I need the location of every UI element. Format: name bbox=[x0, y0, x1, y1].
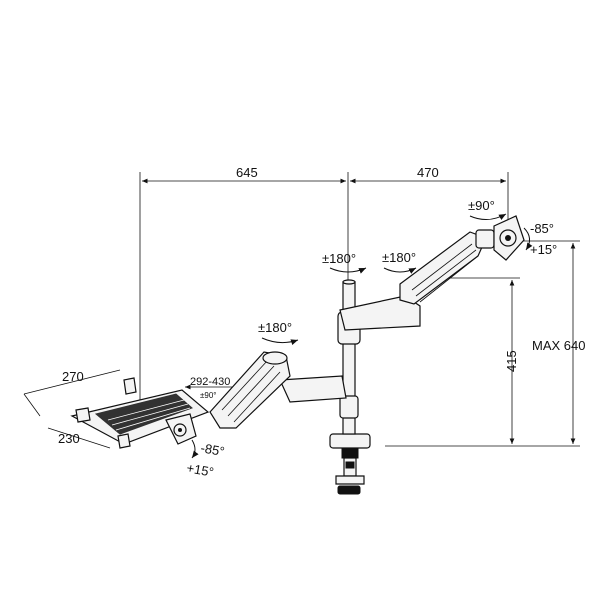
pole-rotate-label: ±180° bbox=[322, 251, 356, 266]
arm-height-label: 415 bbox=[504, 350, 519, 372]
monitor-rotate-arrow bbox=[469, 213, 507, 221]
tray-depth-dimension-line bbox=[47, 427, 111, 449]
monitor-tilt-up-label: +15° bbox=[530, 242, 557, 257]
right-arm bbox=[339, 215, 525, 331]
reach-left-label: 645 bbox=[236, 165, 258, 180]
left-joint-rotate-arrow bbox=[261, 337, 299, 346]
monitor-rotate-label: ±90° bbox=[468, 198, 495, 213]
tray-rotate-label: ±90° bbox=[200, 391, 217, 400]
monitor-tilt-down-label: -85° bbox=[530, 221, 554, 236]
desk-clamp bbox=[329, 433, 371, 495]
rotation-arrows bbox=[191, 213, 533, 459]
dimension-labels: 645 470 415 MAX 640 270 230 292-430 bbox=[58, 165, 585, 446]
angle-labels: ±90° -85° +15° ±180° ±180° ±180° ±90° -8… bbox=[185, 198, 557, 480]
left-joint-rotate-label: ±180° bbox=[258, 320, 292, 335]
monitor-tilt-arrow bbox=[523, 227, 533, 251]
max-height-label: MAX 640 bbox=[532, 338, 585, 353]
tray-adjust-label: 292-430 bbox=[190, 376, 230, 388]
tray-tilt-arrow bbox=[191, 439, 199, 459]
pole bbox=[337, 279, 361, 435]
tray-width-dimension-line bbox=[23, 369, 121, 395]
left-arm bbox=[209, 351, 347, 429]
tray-width-label: 270 bbox=[62, 369, 84, 384]
pole-rotate-arrow bbox=[329, 267, 367, 274]
right-joint-rotate-arrow bbox=[383, 267, 417, 274]
tray-tilt-down-label: -85° bbox=[199, 440, 225, 459]
laptop-tray bbox=[70, 377, 210, 449]
tray-width-extension-line bbox=[23, 393, 41, 417]
tray-tilt-up-label: +15° bbox=[185, 460, 214, 480]
tray-depth-label: 230 bbox=[58, 431, 80, 446]
reach-right-label: 470 bbox=[417, 165, 439, 180]
dimension-lines bbox=[23, 172, 580, 449]
right-joint-rotate-label: ±180° bbox=[382, 250, 416, 265]
